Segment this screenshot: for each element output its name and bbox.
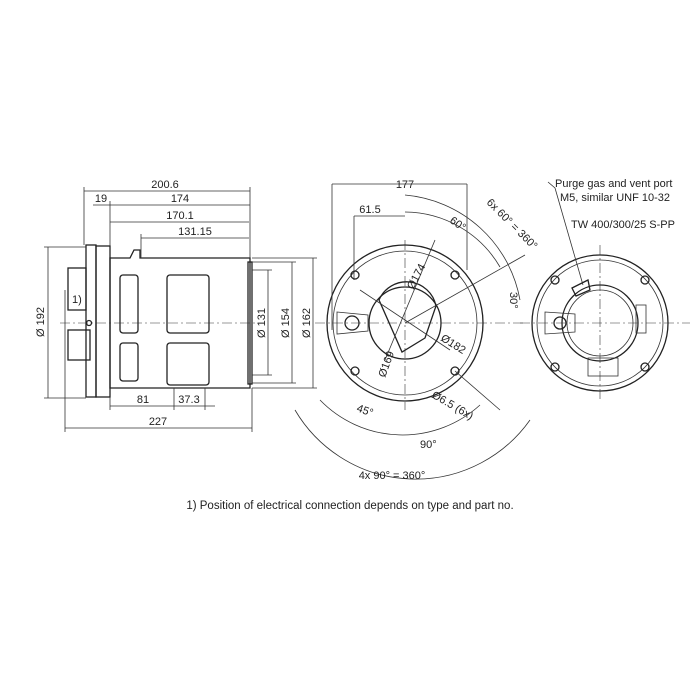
- footnote: 1) Position of electrical connection dep…: [186, 500, 514, 512]
- model-label: TW 400/300/25 S-PP: [571, 219, 675, 231]
- rear-view: Purge gas and vent port M5, similar UNF …: [520, 178, 690, 400]
- dim-174: 174: [171, 193, 189, 205]
- angle-30: 30°: [507, 292, 519, 309]
- front-view: 177 61.5 60° 6x 60° = 360° 30° Ø174 Ø182…: [294, 179, 540, 482]
- bolt-holes: [350, 270, 460, 376]
- side-view: 200.6 19 174 170.1 131.15 81 37.3 227 1)…: [35, 179, 317, 432]
- dim-170-1: 170.1: [166, 210, 194, 222]
- purge-port-callout-line1: Purge gas and vent port: [555, 178, 672, 190]
- dim-dia-162: Ø 162: [301, 308, 313, 338]
- dim-200-6: 200.6: [151, 179, 179, 191]
- dim-227: 227: [149, 416, 167, 428]
- dim-131-15: 131.15: [178, 226, 212, 238]
- dim-dia-131: Ø 131: [256, 308, 268, 338]
- purge-port-callout-line2: M5, similar UNF 10-32: [560, 192, 670, 204]
- dim-177: 177: [396, 179, 414, 191]
- dim-dia-182: Ø182: [438, 332, 467, 356]
- dim-81: 81: [137, 394, 149, 406]
- dim-19: 19: [95, 193, 107, 205]
- angle-6x60: 6x 60° = 360°: [484, 197, 540, 253]
- angle-60: 60°: [447, 215, 468, 234]
- angle-90: 90°: [420, 439, 437, 451]
- hole-dia: Ø6.5 (6x): [430, 389, 476, 422]
- dim-dia-192: Ø 192: [35, 307, 47, 337]
- dim-37-3: 37.3: [178, 394, 199, 406]
- dim-dia-174: Ø174: [405, 262, 428, 291]
- dim-dia-169: Ø169: [377, 350, 397, 379]
- angle-45: 45°: [355, 403, 375, 420]
- dim-dia-154: Ø 154: [280, 308, 292, 338]
- angle-4x90: 4x 90° = 360°: [359, 470, 426, 482]
- note-marker: 1): [72, 294, 82, 306]
- dim-61-5: 61.5: [359, 204, 380, 216]
